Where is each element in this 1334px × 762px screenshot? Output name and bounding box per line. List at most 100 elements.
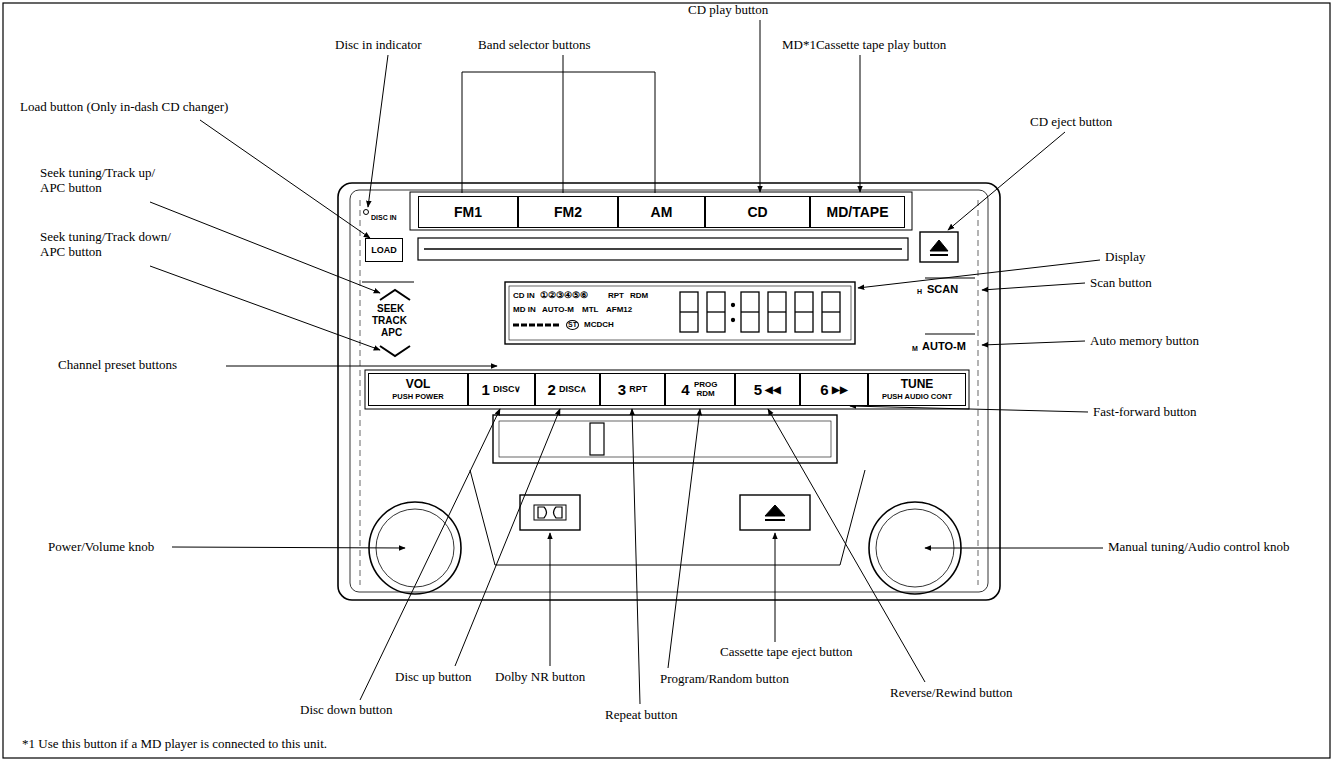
radio-housing	[920, 232, 958, 262]
leader-lines	[768, 409, 925, 682]
button-text: 3	[618, 382, 626, 397]
button-text: VOL	[406, 378, 431, 390]
leader-lines	[150, 266, 380, 350]
radio-housing	[590, 423, 604, 455]
leader-lines	[982, 283, 1085, 290]
leader-lines	[368, 55, 388, 207]
figure-frame	[3, 3, 1330, 758]
radio-housing	[930, 240, 948, 251]
display-segments	[768, 311, 786, 312]
radio-button: 6▶▶	[800, 373, 868, 406]
leader-lines	[760, 20, 761, 192]
button-text: 4	[681, 382, 689, 397]
callout-label: CD play button	[688, 3, 768, 18]
panel-marking: ①②③④⑤⑥	[540, 290, 588, 300]
leader-lines	[226, 366, 497, 367]
radio-housing	[509, 286, 851, 340]
leader-lines	[150, 20, 1103, 704]
radio-housing	[978, 200, 979, 585]
radio-housing	[350, 190, 988, 592]
panel-marking: DISC IN	[371, 214, 397, 222]
radio-housing	[765, 519, 785, 521]
radio-button: AM	[618, 196, 705, 228]
button-text: 1	[482, 382, 490, 397]
panel-marking: AFM12	[606, 305, 632, 314]
display-segments	[732, 319, 735, 322]
display-segments	[529, 324, 535, 327]
callout-label: Manual tuning/Audio control knob	[1108, 540, 1290, 555]
radio-housing	[925, 333, 975, 334]
display-segments	[707, 311, 725, 312]
figure-frame	[3, 3, 1330, 758]
radio-button: TUNE PUSH AUDIO CONT	[868, 373, 966, 406]
radio-housing	[365, 370, 969, 409]
button-text: TUNE	[901, 378, 934, 390]
leader-lines	[775, 533, 776, 642]
radio-housing	[418, 238, 908, 260]
callout-label: Auto memory button	[1090, 334, 1199, 349]
display-segments	[537, 324, 543, 327]
callout-label: Power/Volume knob	[48, 540, 154, 555]
panel-marking: AUTO-M	[922, 340, 966, 353]
radio-housing	[360, 200, 361, 585]
leader-lines	[850, 406, 1088, 412]
button-text: FM1	[454, 205, 482, 219]
leader-lines	[150, 202, 380, 293]
panel-marking: MTL	[582, 305, 598, 314]
radio-housing	[338, 183, 1000, 600]
radio-housing	[520, 495, 580, 530]
callout-label: Reverse/Rewind button	[890, 686, 1012, 701]
button-subtext: RPT	[629, 385, 647, 394]
leader-lines	[200, 120, 370, 238]
callout-label: Seek tuning/Track up/ APC button	[40, 166, 178, 196]
leader-lines	[172, 547, 405, 548]
radio-housing	[538, 507, 547, 518]
leader-lines	[655, 72, 656, 193]
leader-lines	[462, 72, 655, 73]
callout-label: MD*1Cassette tape play button	[782, 38, 946, 53]
panel-marking: SEEK	[377, 303, 404, 315]
radio-housing	[930, 254, 948, 256]
radio-button: CD	[705, 196, 810, 228]
display-segments	[822, 292, 840, 332]
display-segments	[680, 311, 698, 312]
callout-label: CD eject button	[1030, 115, 1112, 130]
button-text: LOAD	[371, 246, 397, 255]
callout-label: Display	[1105, 250, 1145, 265]
leader-lines	[982, 341, 1085, 345]
callout-label: Disc up button	[395, 670, 472, 685]
radio-housing	[362, 281, 414, 282]
panel-marking: MCDCH	[584, 320, 614, 329]
display-segments	[795, 292, 813, 332]
radio-housing	[499, 421, 831, 457]
callout-label: Fast-forward button	[1093, 405, 1197, 420]
display-segments	[795, 311, 813, 312]
button-subtext: ▶▶	[832, 385, 848, 395]
footnote: *1 Use this button if a MD player is con…	[22, 737, 327, 752]
leader-lines	[860, 55, 861, 192]
button-subtext: DISC∨	[493, 385, 522, 394]
radio-button: 4PROG RDM	[665, 373, 735, 406]
panel-marking: CD IN	[513, 291, 535, 300]
display-segments	[732, 304, 735, 307]
button-text: MD/TAPE	[827, 205, 889, 219]
display-segments	[513, 324, 519, 327]
panel-marking: AUTO-M	[542, 305, 574, 314]
panel-marking: SCAN	[927, 283, 958, 296]
button-subtext: PUSH AUDIO CONT	[882, 393, 952, 401]
panel-marking: RDM	[630, 291, 648, 300]
callout-label: Scan button	[1090, 276, 1152, 291]
callout-label: Load button (Only in-dash CD changer)	[20, 100, 228, 115]
leader-lines	[563, 55, 564, 193]
radio-button: 1DISC∨	[468, 373, 535, 406]
radio-button: 5◀◀	[735, 373, 800, 406]
radio-housing	[380, 346, 410, 356]
button-text: FM2	[554, 205, 582, 219]
radio-button: LOAD	[365, 238, 403, 262]
display-segments	[680, 292, 698, 332]
radio-button: 3RPT	[600, 373, 665, 406]
button-text: CD	[747, 205, 767, 219]
panel-marking: M	[912, 345, 918, 353]
button-text: 2	[548, 382, 556, 397]
leader-lines	[925, 548, 1103, 549]
